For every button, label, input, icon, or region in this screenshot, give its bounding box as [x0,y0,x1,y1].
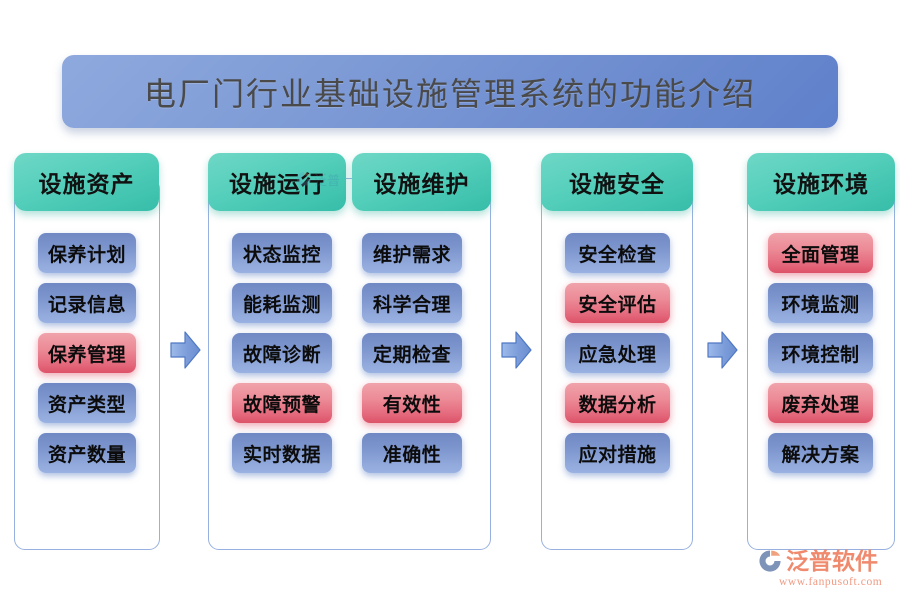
item-pill-highlighted[interactable]: 全面管理 [768,233,873,273]
brand-logo: 泛普软件 www.fanpusoft.com [757,548,893,592]
item-label: 保养管理 [47,344,126,366]
item-label: 废弃处理 [781,394,860,416]
item-pill[interactable]: 安全检查 [565,233,670,273]
item-label: 状态监控 [242,244,321,266]
column-header-facility-safety[interactable]: 设施安全 [541,153,693,211]
item-pill-highlighted[interactable]: 安全评估 [565,283,670,323]
item-pill[interactable]: 资产类型 [38,383,136,423]
column-header-label: 设施资产 [38,172,135,197]
item-label: 记录信息 [47,294,126,316]
item-label: 资产类型 [47,394,126,416]
logo-url: www.fanpusoft.com [779,576,883,588]
item-pill[interactable]: 维护需求 [362,233,462,273]
column-header-label: 设施环境 [773,172,869,197]
item-label: 有效性 [382,394,442,416]
item-pill[interactable]: 实时数据 [232,433,332,473]
item-label: 环境控制 [781,344,860,366]
item-label: 科学合理 [372,294,451,316]
item-pill-highlighted[interactable]: 数据分析 [565,383,670,423]
item-column-facility-asset: 保养计划 记录信息 保养管理 资产类型 资产数量 [38,233,136,473]
item-label: 安全评估 [578,294,657,316]
column-header-label: 设施安全 [569,172,665,197]
column-header-facility-environment[interactable]: 设施环境 [747,153,895,211]
item-pill[interactable]: 科学合理 [362,283,462,323]
item-label: 应急处理 [578,344,657,366]
background-watermark: 泛普 [296,166,366,192]
arrow-right-icon [170,331,201,369]
item-label: 故障诊断 [242,344,321,366]
item-label: 定期检查 [372,344,451,366]
item-label: 故障预警 [242,394,321,416]
item-pill[interactable]: 资产数量 [38,433,136,473]
item-pill[interactable]: 状态监控 [232,233,332,273]
arrow-right-icon [501,331,532,369]
item-label: 资产数量 [47,444,126,466]
item-label: 维护需求 [372,244,451,266]
item-column-facility-maintenance: 维护需求 科学合理 定期检查 有效性 准确性 [362,233,462,473]
arrow-right-icon [707,331,738,369]
item-pill[interactable]: 环境控制 [768,333,873,373]
logo-row: 泛普软件 [757,548,893,574]
item-pill[interactable]: 应对措施 [565,433,670,473]
item-pill[interactable]: 保养计划 [38,233,136,273]
item-pill[interactable]: 能耗监测 [232,283,332,323]
item-pill[interactable]: 解决方案 [768,433,873,473]
fanpu-logo-icon [759,550,781,572]
item-pill[interactable]: 定期检查 [362,333,462,373]
item-pill[interactable]: 环境监测 [768,283,873,323]
item-column-facility-safety: 安全检查 安全评估 应急处理 数据分析 应对措施 [565,233,670,473]
page-title: 电厂门行业基础设施管理系统的功能介绍 [143,75,756,112]
item-label: 准确性 [382,444,442,466]
column-header-label: 设施运行 [229,172,325,197]
item-label: 环境监测 [781,294,860,316]
item-label: 应对措施 [578,444,657,466]
item-label: 安全检查 [578,244,657,266]
item-pill[interactable]: 记录信息 [38,283,136,323]
item-column-facility-environment: 全面管理 环境监测 环境控制 废弃处理 解决方案 [768,233,873,473]
item-label: 数据分析 [578,394,657,416]
item-pill-highlighted[interactable]: 废弃处理 [768,383,873,423]
watermark-text: 泛普 [314,172,341,188]
item-label: 保养计划 [47,244,126,266]
title-banner: 电厂门行业基础设施管理系统的功能介绍 [62,55,838,128]
item-label: 全面管理 [781,244,860,266]
column-header-facility-asset[interactable]: 设施资产 [14,153,159,211]
item-label: 解决方案 [781,444,860,466]
column-header-label: 设施维护 [373,172,470,197]
fanpu-watermark-icon [297,172,311,186]
item-pill[interactable]: 应急处理 [565,333,670,373]
column-header-facility-operation[interactable]: 设施运行 [208,153,346,211]
item-pill-highlighted[interactable]: 有效性 [362,383,462,423]
item-pill-highlighted[interactable]: 故障预警 [232,383,332,423]
item-label: 能耗监测 [242,294,321,316]
item-pill[interactable]: 故障诊断 [232,333,332,373]
item-label: 实时数据 [242,444,321,466]
item-column-facility-operation: 状态监控 能耗监测 故障诊断 故障预警 实时数据 [232,233,332,473]
item-pill-highlighted[interactable]: 保养管理 [38,333,136,373]
logo-name: 泛普软件 [786,548,878,574]
column-header-facility-maintenance[interactable]: 设施维护 [352,153,491,211]
item-pill[interactable]: 准确性 [362,433,462,473]
